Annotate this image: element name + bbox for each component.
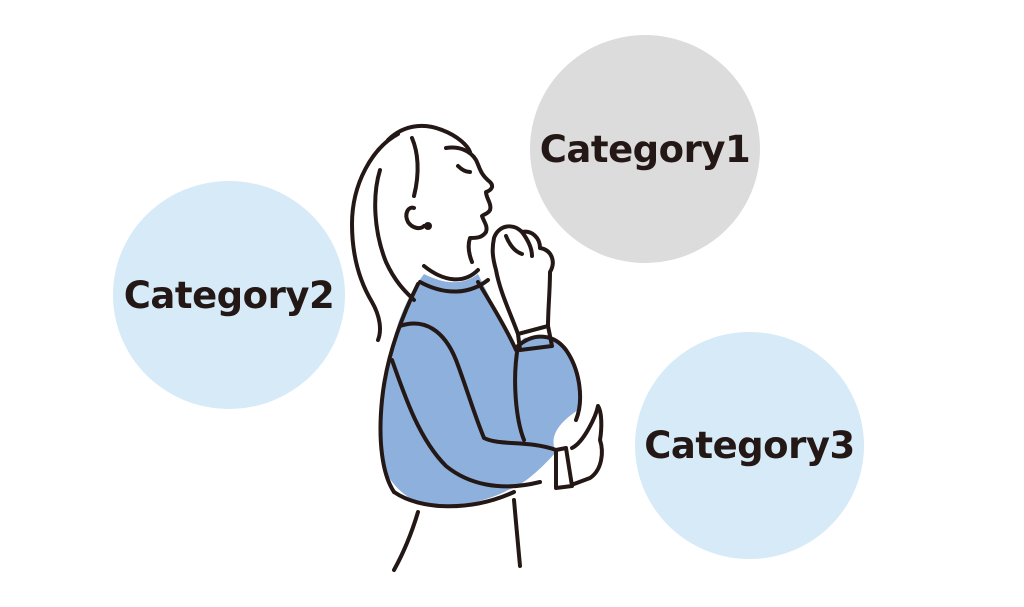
hair-side bbox=[410, 136, 420, 198]
lower-arm bbox=[398, 321, 558, 452]
upper-arm-inner bbox=[513, 344, 526, 442]
category1-label: Category1 bbox=[539, 127, 751, 171]
eye bbox=[456, 164, 472, 174]
lower-arm-outer bbox=[390, 358, 542, 489]
hair-top bbox=[386, 123, 472, 154]
ear bbox=[404, 205, 426, 231]
sweater-hem bbox=[392, 490, 516, 509]
sweater-back bbox=[378, 282, 420, 494]
hair-back bbox=[350, 132, 400, 342]
category2-label: Category2 bbox=[123, 273, 335, 317]
category1-bubble: Category1 bbox=[530, 35, 760, 263]
fist bbox=[490, 224, 555, 336]
lower-cuff bbox=[554, 446, 574, 490]
collar bbox=[422, 264, 480, 282]
sweater-shape bbox=[381, 274, 581, 508]
collar-base bbox=[418, 278, 490, 294]
torso-front bbox=[476, 280, 518, 352]
finger-line-2 bbox=[520, 230, 534, 258]
upper-arm bbox=[516, 334, 583, 422]
lower-hand bbox=[570, 404, 604, 486]
category3-bubble: Category3 bbox=[635, 332, 864, 559]
leg-right bbox=[512, 498, 522, 568]
category2-bubble: Category2 bbox=[113, 181, 345, 409]
category3-label: Category3 bbox=[644, 424, 855, 467]
finger-line bbox=[504, 234, 524, 256]
hair-back-inner bbox=[373, 168, 416, 302]
earring bbox=[424, 222, 432, 230]
face bbox=[444, 145, 495, 264]
leg-left bbox=[392, 510, 420, 572]
